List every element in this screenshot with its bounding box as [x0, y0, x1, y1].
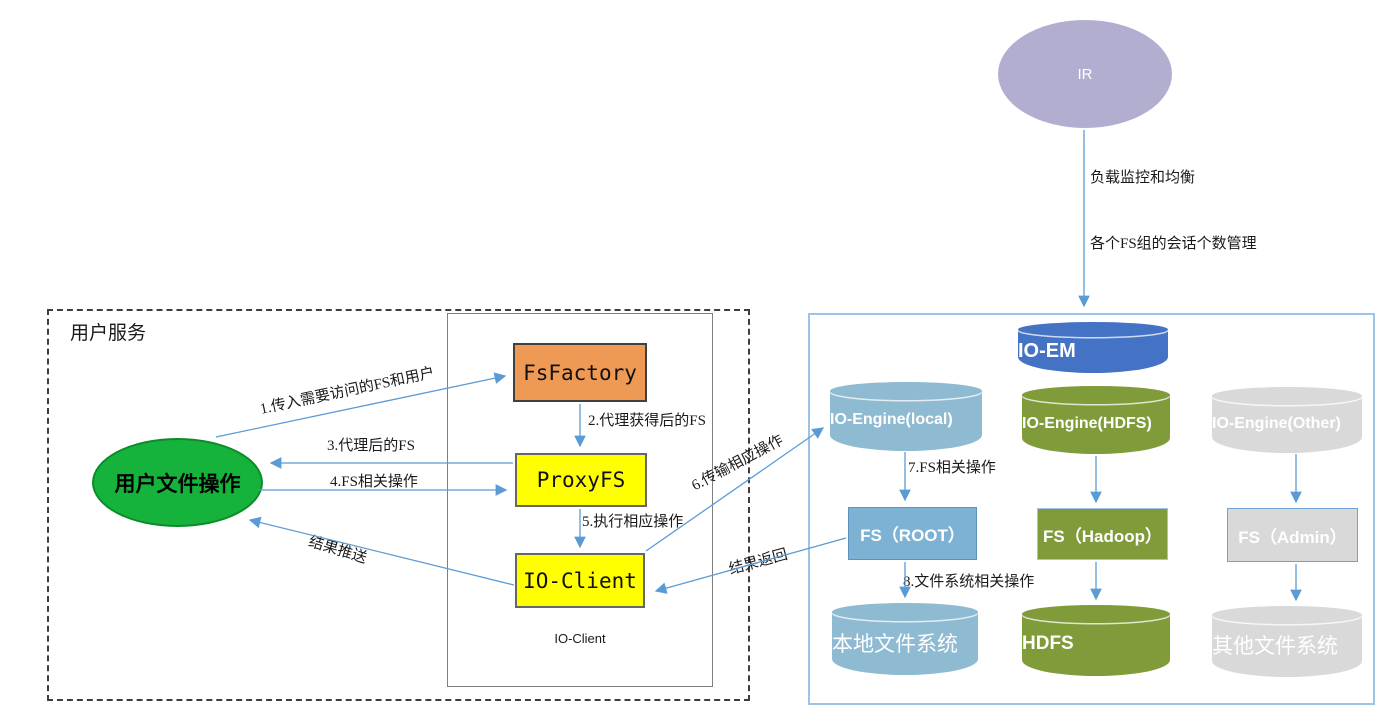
io-client-node: IO-Client — [515, 553, 645, 608]
fs-root-node: FS（ROOT） — [848, 507, 977, 560]
io-engine-other-label: IO-Engine(Other) — [1212, 414, 1341, 432]
io-client-label: IO-Client — [523, 568, 637, 593]
ir-label: IR — [1077, 65, 1093, 83]
io-em-cylinder: IO-EM — [1018, 322, 1168, 373]
io-engine-local-label: IO-Engine(local) — [830, 411, 953, 428]
local-filesystem-label: 本地文件系统 — [832, 631, 958, 656]
flow-label-step8: 8.文件系统相关操作 — [903, 574, 1035, 590]
proxy-fs-node: ProxyFS — [515, 453, 647, 507]
load-balance-annotation: 负载监控和均衡 — [1090, 170, 1196, 186]
io-client-group-caption: IO-Client — [554, 631, 606, 646]
fs-factory-label: FsFactory — [523, 360, 637, 385]
io-engine-local-cylinder: IO-Engine(local) — [830, 382, 982, 451]
user-file-ops-node: 用户文件操作 — [92, 438, 263, 527]
flow-label-step5: 5.执行相应操作 — [582, 514, 684, 530]
fs-factory-node: FsFactory — [513, 343, 647, 402]
flow-label-step4: 4.FS相关操作 — [330, 474, 418, 490]
other-filesystem-cylinder: 其他文件系统 — [1212, 606, 1362, 677]
user-file-ops-label: 用户文件操作 — [114, 471, 241, 496]
local-filesystem-cylinder: 本地文件系统 — [832, 603, 978, 675]
fs-hadoop-node: FS（Hadoop） — [1037, 508, 1168, 560]
other-filesystem-label: 其他文件系统 — [1212, 634, 1338, 658]
fs-admin-label: FS（Admin） — [1238, 527, 1347, 547]
fs-admin-node: FS（Admin） — [1227, 508, 1358, 562]
fs-root-label: FS（ROOT） — [860, 526, 965, 545]
io-engine-other-cylinder: IO-Engine(Other) — [1212, 387, 1362, 453]
io-engine-hdfs-cylinder: IO-Engine(HDFS) — [1022, 386, 1170, 454]
flow-label-step3: 3.代理后的FS — [327, 438, 415, 454]
proxy-fs-label: ProxyFS — [536, 468, 626, 492]
hdfs-label: HDFS — [1022, 633, 1074, 654]
fs-hadoop-label: FS（Hadoop） — [1043, 526, 1162, 546]
io-engine-hdfs-label: IO-Engine(HDFS) — [1022, 414, 1152, 432]
ir-node: IR — [998, 20, 1172, 128]
flow-label-step2: 2.代理获得后的FS — [588, 413, 706, 429]
session-mgmt-annotation: 各个FS组的会话个数管理 — [1090, 236, 1257, 252]
user-service-title: 用户服务 — [70, 323, 147, 344]
io-em-label: IO-EM — [1018, 339, 1076, 362]
flow-label-step7: 7.FS相关操作 — [908, 460, 996, 476]
hdfs-cylinder: HDFS — [1022, 605, 1170, 676]
